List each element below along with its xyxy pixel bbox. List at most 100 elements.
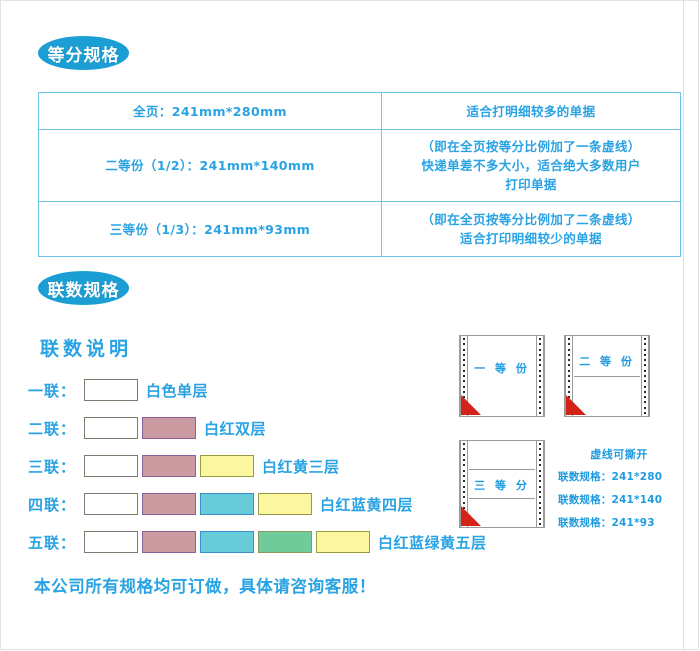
- color-swatch-white: [84, 379, 138, 401]
- color-swatch-yellow: [200, 455, 254, 477]
- right-info-highlight: 虚线可撕开: [590, 448, 648, 461]
- section-badge-spec-label: 等分规格: [47, 45, 120, 66]
- sprocket-hole: [539, 390, 541, 393]
- sprocket-hole: [539, 443, 541, 445]
- sprocket-holes-right-icon: [641, 336, 649, 416]
- sprocket-hole: [463, 364, 465, 367]
- sprocket-hole: [463, 464, 465, 467]
- ply-label: 五联：: [28, 533, 77, 552]
- sprocket-hole: [568, 338, 570, 340]
- form-illustration-3-part: 三 等 分: [459, 440, 545, 528]
- perforation-line: [469, 469, 535, 470]
- sprocket-hole: [644, 338, 646, 340]
- sprocket-hole: [539, 453, 541, 456]
- sprocket-hole: [539, 406, 541, 409]
- right-info-line: 联数规格：241*93: [558, 517, 655, 529]
- sprocket-hole: [463, 458, 465, 461]
- sprocket-hole: [539, 359, 541, 362]
- sprocket-hole: [539, 448, 541, 451]
- sprocket-hole: [463, 369, 465, 372]
- sprocket-hole: [539, 396, 541, 399]
- sprocket-hole: [539, 517, 541, 520]
- sprocket-hole: [644, 374, 646, 377]
- table-row: 全页：241mm*280mm 适合打明细较多的单据: [38, 92, 681, 130]
- table-row: 二等份（1/2）：241mm*140mm （即在全页按等分比例加了一条虚线） 快…: [38, 129, 681, 202]
- color-swatch-rose: [142, 493, 196, 515]
- list-item: 一联： 白色单层: [28, 378, 487, 402]
- sprocket-hole: [539, 496, 541, 499]
- sprocket-hole: [644, 380, 646, 383]
- sprocket-hole: [539, 338, 541, 340]
- sprocket-hole: [644, 369, 646, 372]
- ply-label: 三联：: [28, 457, 77, 476]
- folded-corner-icon: [461, 395, 481, 415]
- sprocket-hole: [568, 348, 570, 351]
- sprocket-hole: [463, 490, 465, 493]
- ply-label: 四联：: [28, 495, 77, 514]
- sprocket-hole: [539, 485, 541, 488]
- sprocket-hole: [539, 385, 541, 388]
- sprocket-hole: [463, 453, 465, 456]
- sprocket-hole: [539, 374, 541, 377]
- table-row: 三等份（1/3）：241mm*93mm （即在全页按等分比例加了二条虚线） 适合…: [38, 201, 681, 257]
- section-badge-spec: 等分规格: [38, 36, 129, 70]
- spec-cell-desc: （即在全页按等分比例加了二条虚线） 适合打印明细较少的单据: [381, 201, 681, 257]
- right-info-line: 联数规格：241*140: [558, 494, 663, 506]
- sprocket-hole: [539, 522, 541, 525]
- sprocket-hole: [463, 448, 465, 451]
- sprocket-hole: [568, 359, 570, 362]
- sprocket-hole: [539, 506, 541, 509]
- sprocket-hole: [539, 411, 541, 414]
- sprocket-hole: [568, 353, 570, 356]
- color-swatch-white: [84, 493, 138, 515]
- color-swatch-white: [84, 531, 138, 553]
- sprocket-hole: [463, 380, 465, 383]
- sprocket-hole: [644, 343, 646, 346]
- sprocket-hole: [539, 343, 541, 346]
- sprocket-hole: [463, 348, 465, 351]
- sprocket-hole: [463, 343, 465, 346]
- sprocket-hole: [644, 406, 646, 409]
- sprocket-hole: [644, 385, 646, 388]
- list-item: 四联： 白红蓝黄四层: [28, 492, 487, 516]
- color-swatch-rose: [142, 417, 196, 439]
- ply-description: 白红蓝黄四层: [320, 495, 414, 514]
- form-sheet: 二 等 份: [564, 335, 650, 417]
- spec-cell-size: 二等份（1/2）：241mm*140mm: [38, 129, 382, 202]
- sprocket-hole: [539, 380, 541, 383]
- sprocket-hole: [644, 348, 646, 351]
- ply-description: 白红双层: [204, 419, 267, 438]
- form-illustration-2-part: 二 等 份: [564, 335, 650, 417]
- sprocket-hole: [463, 474, 465, 477]
- section-badge-ply: 联数规格: [38, 271, 129, 305]
- page-right-edge: [683, 0, 684, 651]
- sprocket-hole: [568, 380, 570, 383]
- spec-desc-line: 适合打印明细较少的单据: [460, 231, 602, 246]
- color-swatch-green: [258, 531, 312, 553]
- ply-description: 白红蓝绿黄五层: [378, 533, 487, 552]
- sprocket-hole: [539, 364, 541, 367]
- form-label: 一 等 份: [474, 362, 530, 375]
- spec-cell-desc: 适合打明细较多的单据: [381, 92, 681, 130]
- sprocket-hole: [539, 512, 541, 515]
- sprocket-hole: [463, 385, 465, 388]
- sprocket-hole: [568, 374, 570, 377]
- ply-section-title: 联数说明: [40, 338, 133, 360]
- sprocket-hole: [568, 364, 570, 367]
- sprocket-hole: [463, 359, 465, 362]
- folded-corner-icon: [461, 506, 481, 526]
- right-info-line: 联数规格：241*280: [558, 471, 663, 483]
- sprocket-hole: [568, 385, 570, 388]
- spec-table-body: 全页：241mm*280mm 适合打明细较多的单据 二等份（1/2）：241mm…: [38, 92, 681, 257]
- spec-desc-line: 打印单据: [505, 177, 557, 192]
- spec-table: 全页：241mm*280mm 适合打明细较多的单据 二等份（1/2）：241mm…: [38, 92, 681, 257]
- sprocket-hole: [644, 390, 646, 393]
- color-swatch-cyan: [200, 531, 254, 553]
- color-swatch-white: [84, 455, 138, 477]
- sprocket-hole: [644, 401, 646, 404]
- spec-desc-line: （即在全页按等分比例加了一条虚线）: [421, 139, 641, 154]
- sprocket-hole: [463, 374, 465, 377]
- sprocket-hole: [539, 469, 541, 472]
- spec-desc-line: （即在全页按等分比例加了二条虚线）: [421, 212, 641, 227]
- color-swatch-yellow: [316, 531, 370, 553]
